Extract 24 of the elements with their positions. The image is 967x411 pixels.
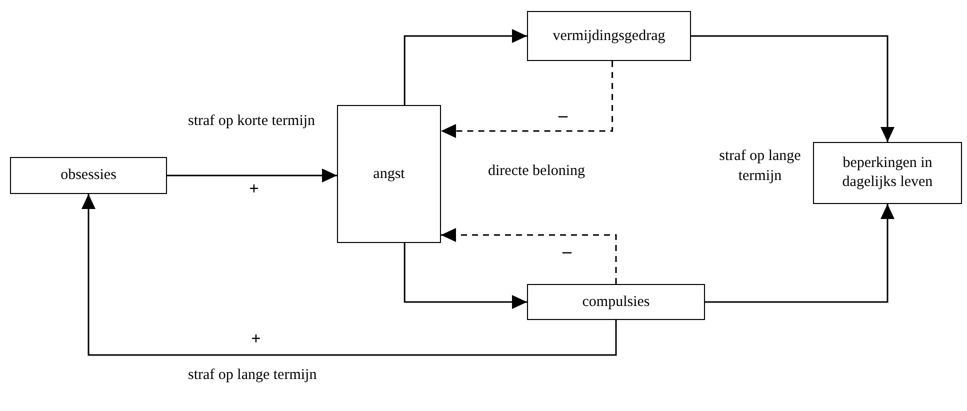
- sign-label: +: [250, 328, 262, 350]
- box-text: compulsies: [582, 292, 650, 312]
- process-box: [813, 142, 962, 204]
- dashed-arrow: [441, 228, 617, 284]
- arrow: [691, 35, 894, 142]
- arrow: [705, 204, 894, 303]
- box-text: vermijdingsgedrag: [552, 26, 666, 46]
- arrow: [404, 29, 527, 105]
- process-box: [10, 157, 167, 194]
- edge-label: straf op korte termijn: [188, 112, 318, 132]
- process-box: [527, 11, 691, 61]
- box-text: beperkingen in dagelijks leven: [841, 154, 934, 192]
- arrow: [404, 243, 527, 309]
- sign-label: +: [248, 178, 260, 200]
- annotation-text: directe beloning: [488, 162, 586, 181]
- process-box: [527, 284, 705, 320]
- arrow: [82, 194, 617, 356]
- box-text: angst: [373, 164, 405, 184]
- box-text: obsessies: [60, 166, 116, 185]
- edge-label: straf op lange termijn: [188, 366, 318, 386]
- process-box: [337, 105, 441, 243]
- dashed-arrow: [441, 61, 614, 138]
- arrow: [167, 168, 337, 182]
- annotation-text: straf op lange termijn: [718, 147, 802, 186]
